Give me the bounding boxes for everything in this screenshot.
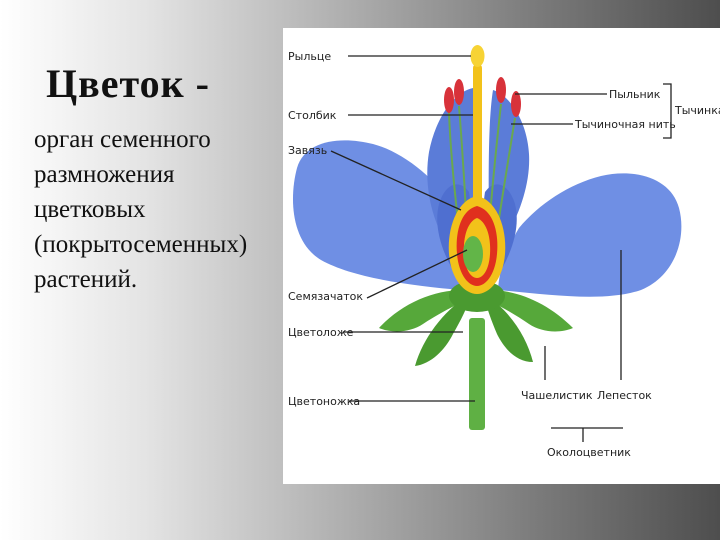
sepal-left-lower: [415, 296, 469, 366]
ovule: [463, 236, 483, 272]
anthers: [444, 77, 521, 117]
slide-title: Цветок -: [46, 61, 210, 106]
flower-diagram: Рыльце Столбик Завязь Семязачаток Цветол…: [283, 28, 720, 484]
pistil: [448, 45, 506, 294]
style-column: [473, 64, 482, 224]
labels: Рыльце Столбик Завязь Семязачаток Цветол…: [288, 50, 720, 459]
receptacle: [449, 280, 505, 312]
sepal-right: [487, 290, 573, 332]
description-line: (покрытосеменных): [34, 231, 248, 258]
description-line: растений.: [34, 266, 138, 293]
description-line: размножения: [34, 161, 175, 188]
pedicel-stem: [469, 318, 485, 430]
stigma-tip: [470, 45, 485, 67]
anther: [454, 79, 464, 105]
petal-left: [292, 140, 463, 290]
slide-description: орган семенного размножения цветковых (п…: [34, 122, 284, 297]
anther: [496, 77, 506, 103]
sepals: [379, 280, 573, 366]
label-style: Столбик: [288, 109, 337, 122]
label-perianth: Околоцветник: [547, 446, 631, 459]
sepal-left: [379, 290, 467, 332]
petal-right: [498, 173, 682, 297]
leader-ovary: [330, 150, 462, 211]
label-anther: Пыльник: [609, 88, 661, 101]
label-filament: Тычиночная нить: [574, 118, 676, 131]
anther: [444, 87, 454, 113]
label-ovary: Завязь: [288, 144, 327, 157]
leader-ovule: [366, 249, 468, 299]
label-stamen: Тычинка: [674, 104, 720, 117]
anther: [511, 91, 521, 117]
label-receptacle: Цветоложе: [288, 326, 354, 339]
description-line: цветковых: [34, 196, 146, 223]
stamen-bracket: [663, 83, 672, 139]
sepal-right-lower: [485, 296, 533, 362]
label-pedicel: Цветоножка: [288, 395, 360, 408]
leader-lines: [330, 55, 672, 442]
flower-diagram-svg: Рыльце Столбик Завязь Семязачаток Цветол…: [288, 45, 720, 459]
description-line: орган семенного: [34, 126, 211, 153]
label-petal: Лепесток: [597, 389, 652, 402]
label-stigma: Рыльце: [288, 50, 331, 63]
label-sepal: Чашелистик: [521, 389, 593, 402]
label-ovule: Семязачаток: [288, 290, 363, 303]
